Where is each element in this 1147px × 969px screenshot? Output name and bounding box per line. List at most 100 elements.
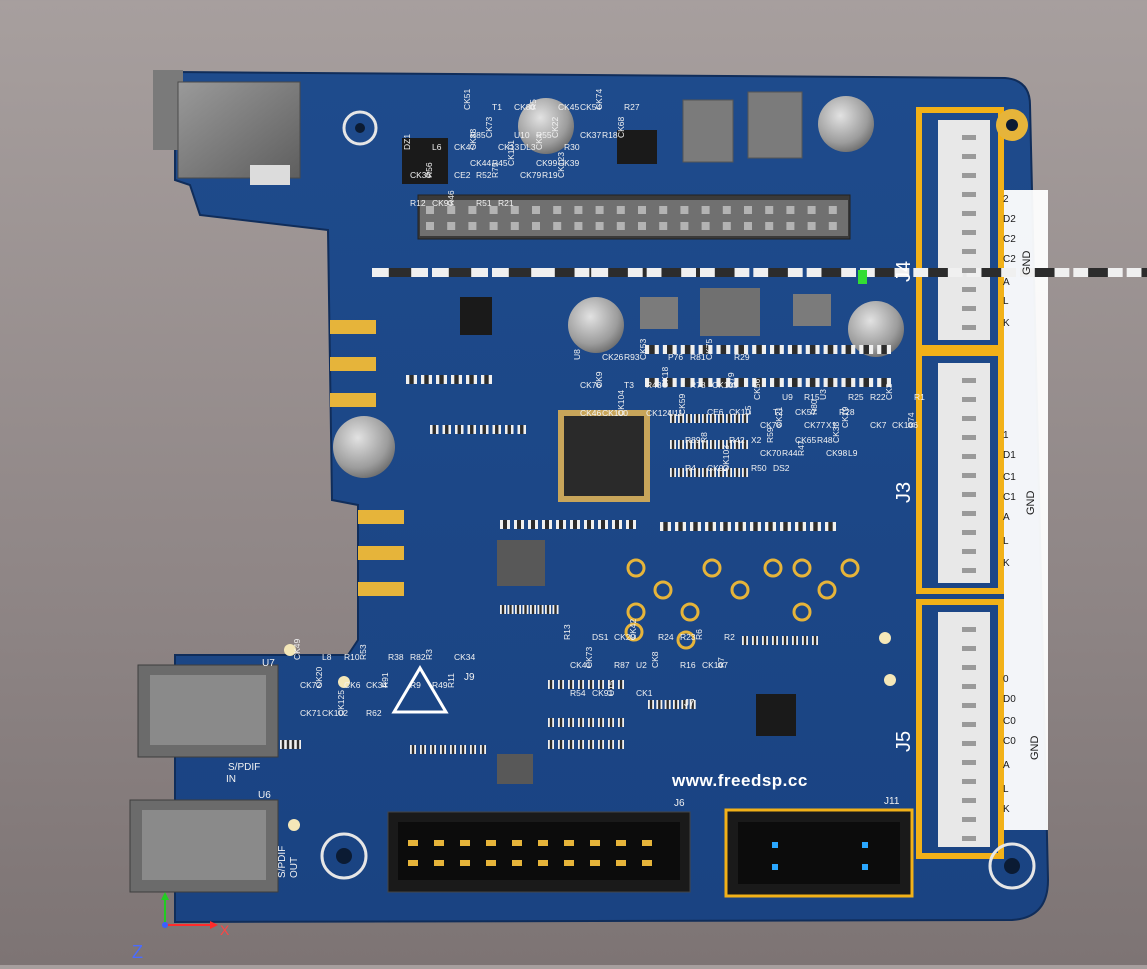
pin-header-top bbox=[417, 194, 851, 240]
smd-body bbox=[881, 345, 887, 354]
header-pin bbox=[447, 206, 456, 214]
refdes-label: T3 bbox=[624, 380, 634, 390]
refdes-label: R18 bbox=[602, 130, 618, 140]
smd-body bbox=[461, 745, 465, 754]
refdes-label: R47 bbox=[796, 440, 806, 456]
smd-body bbox=[720, 378, 727, 387]
smd-body bbox=[1141, 268, 1147, 277]
smd-body bbox=[738, 378, 744, 387]
refdes-label: R16 bbox=[680, 660, 696, 670]
header-pin bbox=[616, 206, 625, 214]
smd-body bbox=[727, 414, 731, 423]
header-pin bbox=[744, 206, 752, 214]
smd-body bbox=[735, 468, 739, 477]
smd-body bbox=[674, 700, 678, 709]
refdes-label: CE2 bbox=[454, 170, 471, 180]
smd-body bbox=[559, 520, 563, 529]
smd-body bbox=[409, 375, 414, 384]
via-pad bbox=[680, 602, 700, 622]
j6-pin bbox=[460, 840, 470, 846]
axis-z-label: Z bbox=[132, 942, 143, 962]
connector-contact bbox=[962, 173, 976, 178]
connector-contact bbox=[962, 627, 976, 632]
smd-body bbox=[663, 522, 668, 531]
connector-contact bbox=[962, 378, 976, 383]
refdes-label: CE6 bbox=[707, 407, 724, 417]
smd-body bbox=[554, 605, 557, 614]
refdes-label: R27 bbox=[624, 102, 640, 112]
edge-pads-left bbox=[330, 320, 404, 596]
header-pin bbox=[765, 206, 774, 214]
refdes-label: CK45 bbox=[558, 102, 580, 112]
via-pad bbox=[817, 580, 837, 600]
connector-contact bbox=[962, 325, 976, 330]
header-pin bbox=[680, 206, 689, 214]
smd-body bbox=[743, 440, 747, 449]
smd-passive bbox=[1126, 268, 1147, 277]
smd-body bbox=[768, 268, 788, 277]
smd-body bbox=[714, 268, 735, 277]
smd-body bbox=[1034, 268, 1055, 277]
refdes-label: CK54 bbox=[580, 102, 602, 112]
smd-body bbox=[539, 605, 542, 614]
refdes-label: R30 bbox=[564, 142, 580, 152]
smd-body bbox=[863, 378, 869, 387]
j6-pin bbox=[486, 860, 496, 866]
pin-label: C1 bbox=[1003, 492, 1016, 503]
pin-label: D2 bbox=[1003, 214, 1016, 225]
refdes-label: CK18 bbox=[660, 366, 670, 388]
smd-body bbox=[928, 268, 948, 277]
smd-body bbox=[711, 440, 715, 449]
smd-body bbox=[723, 522, 728, 531]
refdes-label: R74 bbox=[906, 412, 916, 428]
refdes-label: R11 bbox=[446, 673, 456, 688]
smd-body bbox=[441, 745, 445, 754]
refdes-label: R28 bbox=[839, 407, 855, 417]
header-pin bbox=[807, 206, 816, 214]
smd-body bbox=[981, 268, 1002, 277]
electrolytic-caps bbox=[333, 96, 904, 478]
spdif-out-label-2: OUT bbox=[289, 857, 300, 878]
refdes-label: CK57 bbox=[795, 407, 817, 417]
smd-body bbox=[549, 680, 553, 689]
smd-body bbox=[569, 718, 573, 727]
smd-body bbox=[471, 745, 475, 754]
j6-pin bbox=[590, 840, 600, 846]
refdes-label: CK49 bbox=[292, 638, 302, 660]
j6-pin bbox=[616, 840, 626, 846]
header-pin bbox=[447, 222, 456, 230]
smd-body bbox=[693, 522, 698, 531]
refdes-label: R46 bbox=[446, 190, 456, 206]
header-pin bbox=[574, 222, 583, 230]
smd-body bbox=[501, 605, 505, 614]
header-pin bbox=[595, 206, 604, 214]
refdes-label: CK74 bbox=[594, 88, 604, 110]
smd-body bbox=[792, 345, 798, 354]
smd-body bbox=[738, 345, 744, 354]
pin-label: 1 bbox=[1003, 430, 1009, 441]
axis-x-label: X bbox=[220, 922, 230, 938]
fiducial-pad bbox=[338, 676, 350, 688]
smd-body bbox=[432, 425, 436, 434]
via-pad bbox=[730, 580, 750, 600]
refdes-label: CK3 bbox=[884, 383, 894, 400]
smd-body bbox=[691, 700, 694, 709]
connector-contact bbox=[962, 798, 976, 803]
smd-body bbox=[281, 740, 285, 749]
smd-body bbox=[687, 468, 691, 477]
header-pin bbox=[807, 222, 816, 230]
smd-body bbox=[531, 605, 535, 614]
smd-body bbox=[687, 414, 691, 423]
header-pin bbox=[659, 222, 668, 230]
refdes-label: CK10 bbox=[729, 407, 751, 417]
smd-body bbox=[520, 425, 524, 434]
refdes-label: CK1 bbox=[636, 688, 653, 698]
label-j6: J6 bbox=[674, 798, 685, 809]
refdes-label: CK79 bbox=[520, 170, 542, 180]
smd-body bbox=[702, 345, 709, 354]
mounting-holes bbox=[320, 109, 1036, 890]
j6-pin bbox=[408, 840, 418, 846]
fiducial-pad bbox=[884, 674, 896, 686]
header-pin bbox=[659, 206, 668, 214]
